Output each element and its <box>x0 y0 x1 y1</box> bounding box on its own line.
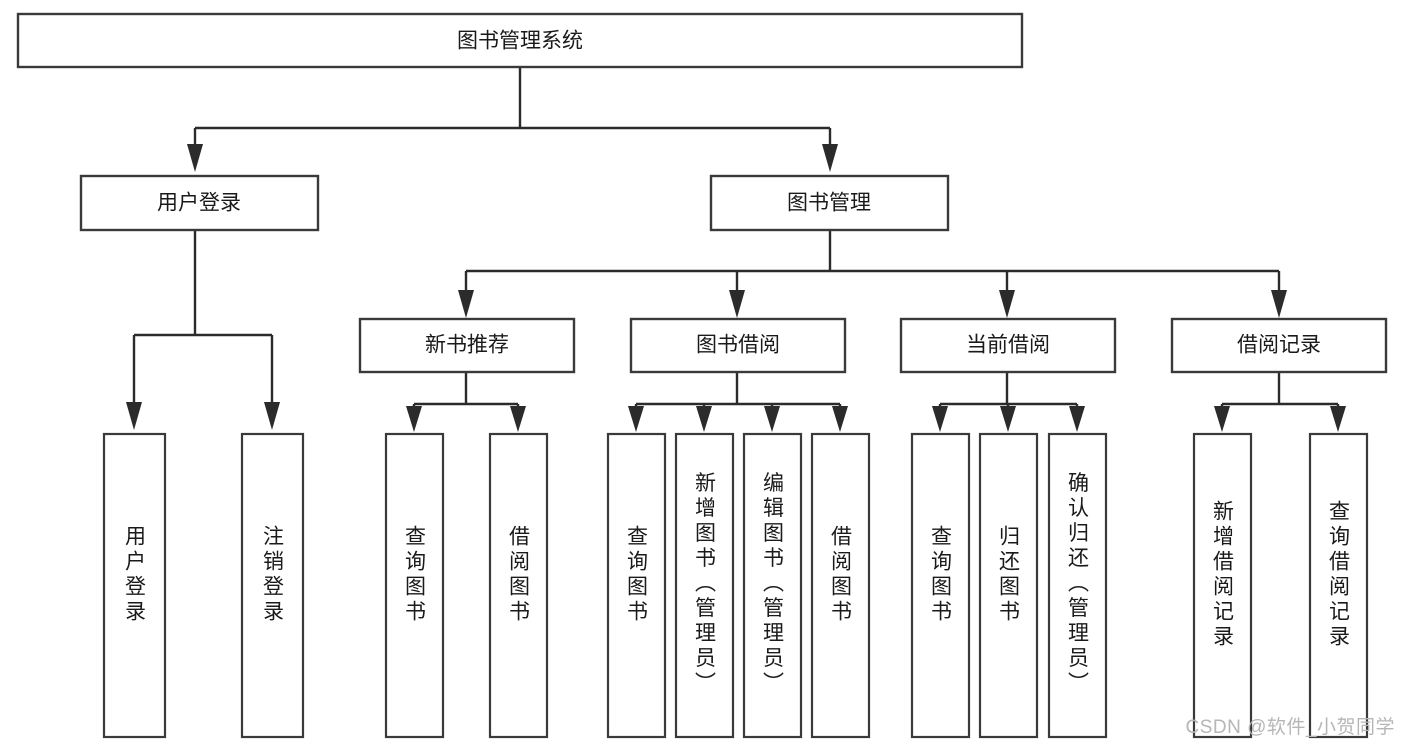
csdn-watermark: CSDN @软件_小贺同学 <box>1185 717 1395 738</box>
leaf-logout-box[interactable] <box>240 432 305 739</box>
leaf-node-borrow-book-2[interactable]: 借阅图书 <box>810 432 871 739</box>
arrow-head-new-book-recommend <box>458 290 474 318</box>
leaf-return-book-box[interactable] <box>978 432 1039 739</box>
edge-group-new-book-recommend <box>406 373 526 432</box>
node-current-borrow-box[interactable] <box>899 317 1117 374</box>
node-user-login-box[interactable] <box>79 174 320 232</box>
node-current-borrow-label: 当前借阅 <box>966 334 1050 357</box>
edge-group-user-login <box>126 230 280 430</box>
arrow-head-book-manage <box>822 144 838 172</box>
arrow-head-leaf-query-book-1 <box>406 406 422 432</box>
leaf-borrow-book-1-box[interactable] <box>488 432 549 739</box>
node-borrow-record-label: 借阅记录 <box>1237 334 1321 357</box>
arrow-head-leaf-add-record <box>1214 406 1230 432</box>
leaf-node-edit-book[interactable]: 编辑图书（管理员） <box>742 432 803 739</box>
edge-group-borrow-record <box>1214 373 1346 432</box>
leaf-query-book-2-box[interactable] <box>606 432 667 739</box>
leaf-node-add-book[interactable]: 新增图书（管理员） <box>674 432 735 739</box>
node-book-manage-label: 图书管理 <box>787 192 871 215</box>
leaf-node-borrow-book-1[interactable]: 借阅图书 <box>488 432 549 739</box>
arrow-head-leaf-query-book-3 <box>932 406 948 432</box>
node-book-borrow-box[interactable] <box>629 317 847 374</box>
leaf-edit-book-label: 编辑图书（管理员） <box>761 472 785 697</box>
node-borrow-record-box[interactable] <box>1170 317 1388 374</box>
leaf-confirm-return-box[interactable] <box>1047 432 1108 739</box>
node-book-borrow-label: 图书借阅 <box>696 334 780 357</box>
node-new-book-recommend[interactable]: 新书推荐 <box>358 317 576 374</box>
leaf-user-login-box[interactable] <box>102 432 167 739</box>
arrow-head-leaf-confirm-return <box>1069 406 1085 432</box>
arrow-head-leaf-borrow-book-1 <box>510 406 526 432</box>
leaf-node-query-record[interactable]: 查询借阅记录 <box>1308 432 1369 739</box>
leaf-user-login-label: 用户登录 <box>123 525 147 625</box>
leaf-query-book-1-label: 查询图书 <box>403 525 427 625</box>
leaf-query-book-2-label: 查询图书 <box>625 525 649 625</box>
leaf-add-record-label: 新增借阅记录 <box>1211 500 1235 650</box>
arrow-head-borrow-record <box>1271 290 1287 318</box>
node-root-label: 图书管理系统 <box>457 30 583 53</box>
leaf-node-query-book-1[interactable]: 查询图书 <box>384 432 445 739</box>
leaf-query-book-1-box[interactable] <box>384 432 445 739</box>
leaf-node-confirm-return[interactable]: 确认归还（管理员） <box>1047 432 1108 739</box>
node-new-book-recommend-box[interactable] <box>358 317 576 374</box>
arrow-head-book-borrow <box>729 290 745 318</box>
leaf-node-user-login[interactable]: 用户登录 <box>102 432 167 739</box>
leaf-node-add-record[interactable]: 新增借阅记录 <box>1192 432 1253 739</box>
node-book-manage[interactable]: 图书管理 <box>709 174 950 232</box>
arrow-head-leaf-borrow-book-2 <box>832 406 848 432</box>
node-current-borrow[interactable]: 当前借阅 <box>899 317 1117 374</box>
edge-group-book-borrow <box>628 373 848 432</box>
arrow-head-leaf-return-book <box>1000 406 1016 432</box>
arrow-head-current-borrow <box>999 290 1015 318</box>
node-user-login-label: 用户登录 <box>157 192 241 215</box>
node-user-login[interactable]: 用户登录 <box>79 174 320 232</box>
leaf-add-book-label: 新增图书（管理员） <box>693 472 717 697</box>
node-book-manage-box[interactable] <box>709 174 950 232</box>
leaf-node-query-book-2[interactable]: 查询图书 <box>606 432 667 739</box>
arrow-head-leaf-edit-book <box>764 406 780 432</box>
arrow-head-user-login <box>187 144 203 172</box>
node-new-book-recommend-label: 新书推荐 <box>425 334 509 357</box>
leaf-add-book-box[interactable] <box>674 432 735 739</box>
arrow-head-leaf-query-record <box>1330 406 1346 432</box>
arrow-head-leaf-logout <box>264 402 280 430</box>
edge-group-book-manage <box>458 230 1287 318</box>
leaf-confirm-return-label: 确认归还（管理员） <box>1066 472 1090 697</box>
leaf-query-book-3-box[interactable] <box>910 432 971 739</box>
leaf-add-record-box[interactable] <box>1192 432 1253 739</box>
leaf-borrow-book-2-label: 借阅图书 <box>829 525 853 625</box>
node-root[interactable]: 图书管理系统 <box>16 12 1024 69</box>
arrow-head-leaf-user-login <box>126 402 142 430</box>
arrow-head-leaf-add-book <box>696 406 712 432</box>
leaf-query-record-label: 查询借阅记录 <box>1327 500 1351 650</box>
node-root-box[interactable] <box>16 12 1024 69</box>
leaf-query-book-3-label: 查询图书 <box>929 525 953 625</box>
leaf-node-return-book[interactable]: 归还图书 <box>978 432 1039 739</box>
edge-group-current-borrow <box>932 373 1085 432</box>
leaf-node-logout[interactable]: 注销登录 <box>240 432 305 739</box>
leaf-borrow-book-1-label: 借阅图书 <box>507 525 531 625</box>
leaf-node-query-book-3[interactable]: 查询图书 <box>910 432 971 739</box>
leaf-edit-book-box[interactable] <box>742 432 803 739</box>
leaf-logout-label: 注销登录 <box>261 525 285 625</box>
node-book-borrow[interactable]: 图书借阅 <box>629 317 847 374</box>
arrow-head-leaf-query-book-2 <box>628 406 644 432</box>
edge-group-root <box>187 67 838 172</box>
leaf-return-book-label: 归还图书 <box>997 525 1021 625</box>
leaf-borrow-book-2-box[interactable] <box>810 432 871 739</box>
leaf-query-record-box[interactable] <box>1308 432 1369 739</box>
node-borrow-record[interactable]: 借阅记录 <box>1170 317 1388 374</box>
